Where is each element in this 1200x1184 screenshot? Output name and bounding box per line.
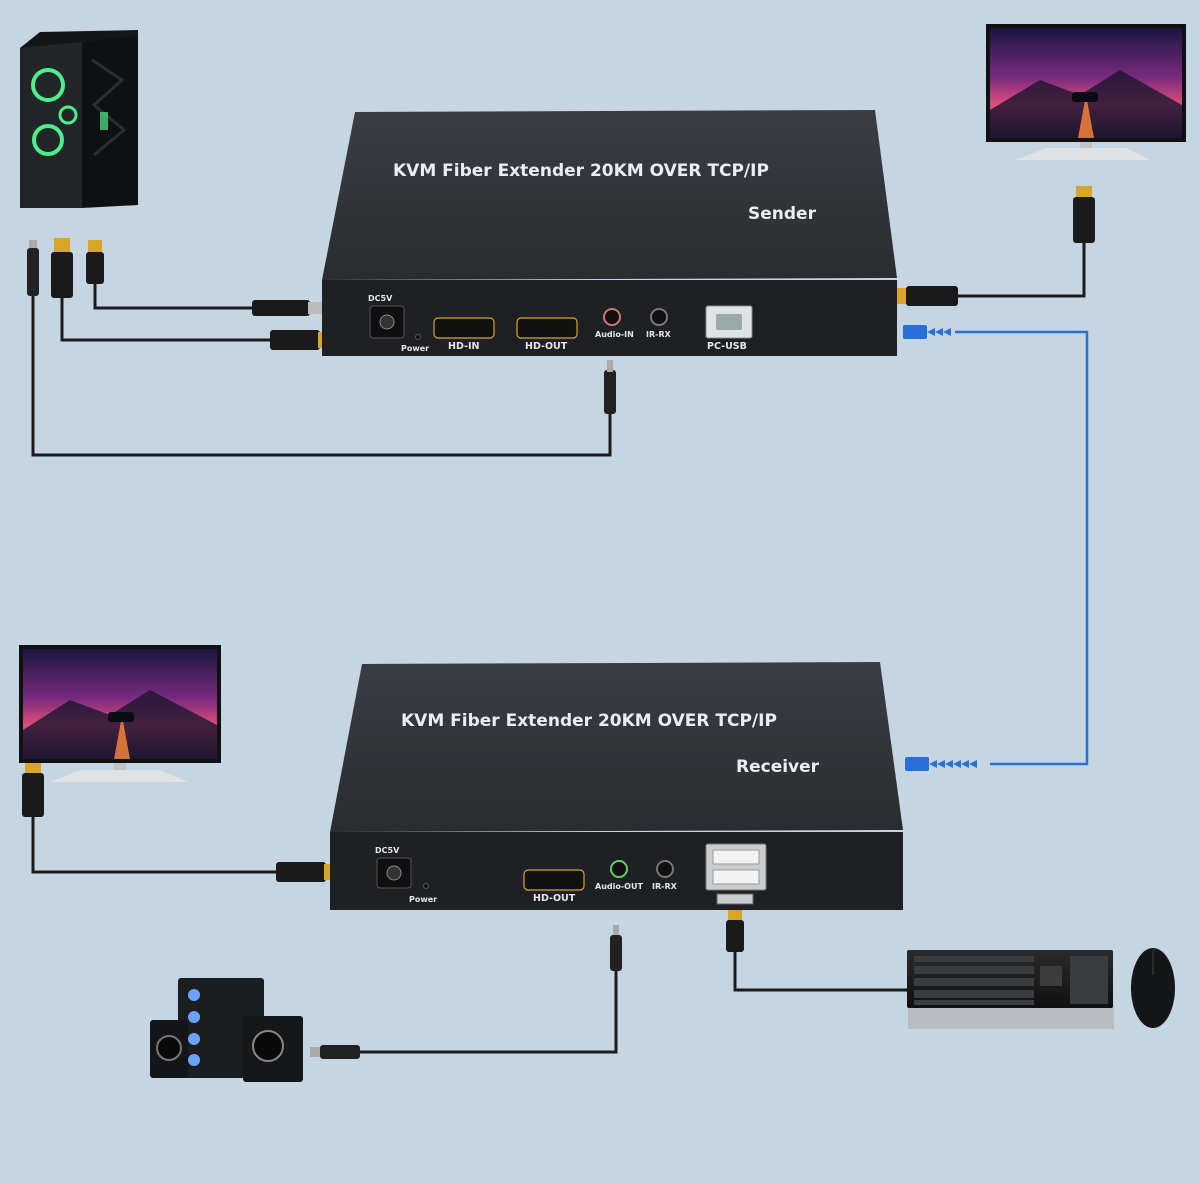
connectors (22, 186, 1095, 1059)
sender-dc-label: DC5V (368, 294, 393, 303)
receiver-title: KVM Fiber Extender 20KM OVER TCP/IP (401, 711, 777, 731)
sender-audio-in-label: Audio-IN (595, 330, 634, 339)
receiver-audio-out-port (610, 860, 628, 878)
hdmi-plug-monitor-bottom (22, 762, 44, 817)
audio-plug-pc (27, 240, 39, 296)
receiver-hd-out-label: HD-OUT (533, 893, 576, 904)
usb-cable-keyboard (733, 950, 910, 992)
usb-plug-receiver (726, 908, 744, 952)
sender-hd-in-port (433, 317, 495, 339)
receiver-power-led (423, 883, 429, 889)
sender-hd-out-label: HD-OUT (525, 341, 568, 352)
hdmi-cable-monitor-top (955, 242, 1086, 298)
receiver-hd-out-port (523, 869, 585, 891)
hdmi-plug-monitor-top (1073, 186, 1095, 243)
receiver-power-label: Power (409, 895, 437, 904)
receiver-dc-label: DC5V (375, 846, 400, 855)
sender-audio-in-port (603, 308, 621, 326)
pc-tower-icon (20, 30, 138, 208)
speaker-icon (150, 978, 303, 1082)
audio-plug-receiver (610, 925, 622, 971)
monitor-icon (986, 24, 1186, 160)
sender-ir-rx-label: IR-RX (646, 330, 672, 339)
sender-title: KVM Fiber Extender 20KM OVER TCP/IP (393, 161, 769, 181)
hdmi-cable-monitor-bottom (31, 815, 280, 874)
sender-power-label: Power (401, 344, 429, 353)
sender-ir-rx-port (650, 308, 668, 326)
hdmi-plug-pc (51, 238, 73, 298)
sender-pc-usb-label: PC-USB (707, 341, 747, 352)
receiver-role: Receiver (736, 757, 820, 777)
monitor-icon (19, 645, 221, 782)
hdmi-cable-pc (60, 295, 275, 342)
receiver-audio-out-label: Audio-OUT (595, 882, 643, 891)
fiber-cable (955, 330, 1089, 766)
audio-plug-speakers (310, 1045, 360, 1059)
sender-hd-in-label: HD-IN (448, 341, 479, 352)
receiver-top-panel (330, 662, 903, 832)
receiver-ir-rx-label: IR-RX (652, 882, 678, 891)
sender-role: Sender (748, 204, 817, 224)
usb-cable-pc (93, 280, 255, 310)
fiber-plug-receiver (905, 757, 977, 771)
hdmi-plug-sender-out (896, 286, 958, 306)
hdmi-plug-sender (270, 330, 330, 350)
mouse-icon (1131, 948, 1175, 1028)
audio-cable-speakers (358, 970, 618, 1054)
audio-plug-sender (604, 360, 616, 414)
receiver-ir-rx-port (656, 860, 674, 878)
sender-power-led (415, 334, 421, 340)
sender-hd-out-port (516, 317, 578, 339)
sender-device: KVM Fiber Extender 20KM OVER TCP/IP Send… (322, 110, 897, 356)
receiver-device: KVM Fiber Extender 20KM OVER TCP/IP Rece… (330, 662, 903, 910)
usb-plug-pc (86, 240, 104, 284)
sender-top-panel (322, 110, 897, 280)
fiber-plug-sender (903, 325, 951, 339)
receiver-usb-ports (705, 843, 767, 905)
keyboard-keys (914, 956, 1108, 1005)
keyboard-icon (907, 950, 1114, 1029)
usb-plug-sender (252, 300, 324, 316)
cables (31, 242, 1086, 1054)
hdmi-plug-receiver (276, 862, 336, 882)
audio-cable-pc (31, 295, 612, 457)
